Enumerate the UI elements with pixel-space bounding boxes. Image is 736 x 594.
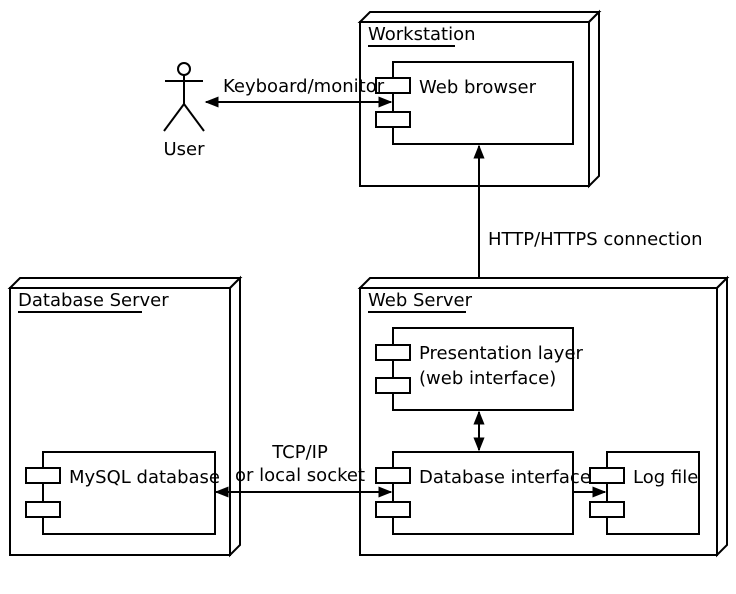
component-icon-tab bbox=[25, 501, 61, 518]
component-icon-tab bbox=[375, 501, 411, 518]
log-file-label: Log file bbox=[633, 467, 698, 488]
user-label: User bbox=[163, 139, 205, 160]
presentation-layer-label-line2: (web interface) bbox=[419, 368, 556, 389]
web-server-title: Web Server bbox=[368, 290, 473, 311]
component-icon-tab bbox=[375, 344, 411, 361]
log-file-component: Log file bbox=[589, 451, 700, 535]
http-connection-label: HTTP/HTTPS connection bbox=[488, 229, 703, 250]
workstation-title: Workstation bbox=[368, 24, 476, 45]
component-icon-tab bbox=[375, 77, 411, 94]
mysql-database-component: MySQL database bbox=[25, 451, 220, 535]
keyboard-monitor-label: Keyboard/monitor bbox=[223, 76, 385, 97]
user-icon bbox=[177, 62, 191, 76]
database-interface-label: Database interface bbox=[419, 467, 591, 488]
web-browser-component: Web browser bbox=[375, 61, 574, 145]
component-icon-tab bbox=[589, 467, 625, 484]
mysql-database-label: MySQL database bbox=[69, 467, 220, 488]
component-icon-tab bbox=[375, 377, 411, 394]
web-browser-label: Web browser bbox=[419, 77, 537, 98]
tcp-label-line1: TCP/IP bbox=[271, 442, 328, 463]
component-icon-tab bbox=[589, 501, 625, 518]
presentation-layer-label-line1: Presentation layer bbox=[419, 343, 584, 364]
component-icon-tab bbox=[375, 467, 411, 484]
tcp-label-line2: or local socket bbox=[235, 465, 365, 486]
database-interface-component: Database interface bbox=[375, 451, 591, 535]
presentation-layer-component: Presentation layer (web interface) bbox=[375, 327, 584, 411]
user-actor: User bbox=[163, 62, 205, 160]
component-icon-tab bbox=[375, 111, 411, 128]
component-icon-tab bbox=[25, 467, 61, 484]
database-server-title: Database Server bbox=[18, 290, 169, 311]
